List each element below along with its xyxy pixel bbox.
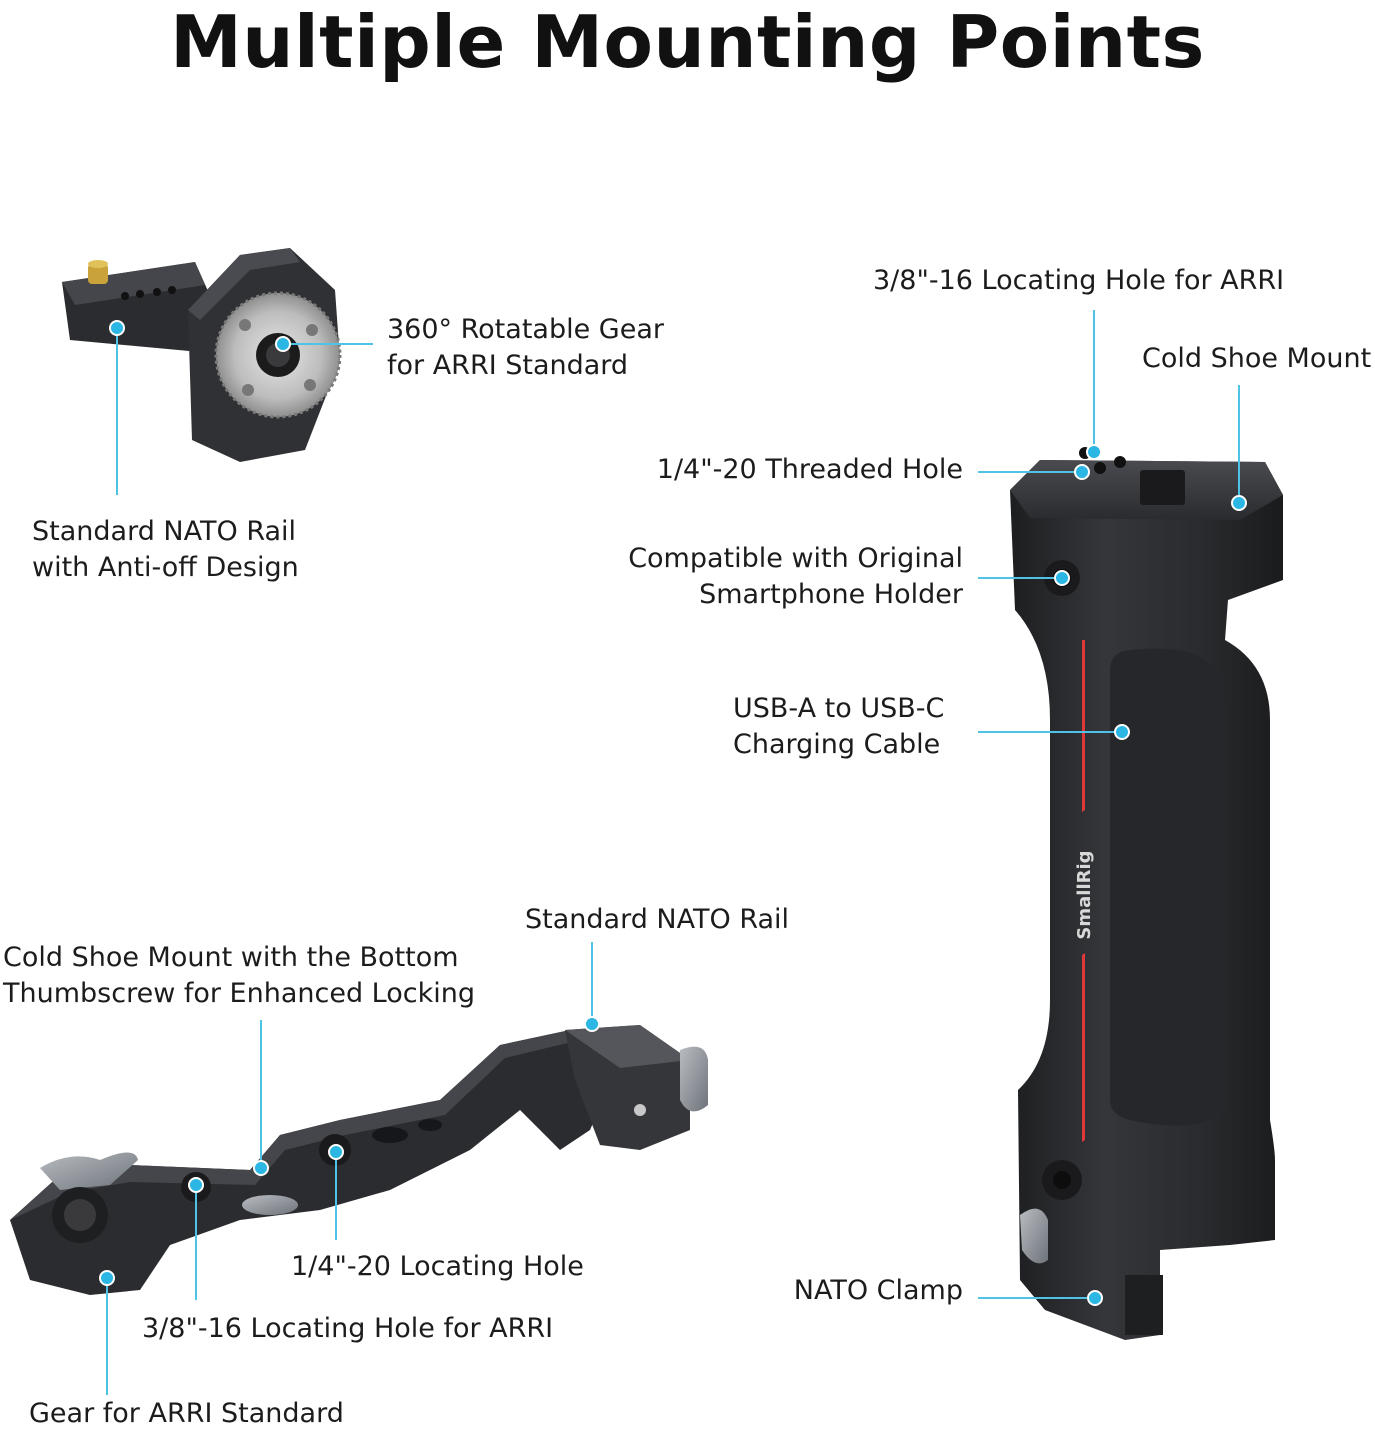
callout-dot [275, 336, 291, 352]
label-smartphone-holder: Compatible with Original Smartphone Hold… [628, 543, 963, 610]
label-cold-shoe-thumbscrew: Cold Shoe Mount with the Bottom Thumbscr… [3, 942, 475, 1009]
label-gear-arri-standard: Gear for ARRI Standard [29, 1398, 344, 1429]
label-threaded-hole: 1/4"-20 Threaded Hole [656, 454, 963, 485]
callout-dot [1086, 444, 1102, 460]
callout-dot [328, 1144, 344, 1160]
callout-dot [1087, 1290, 1103, 1306]
callout-dot [109, 320, 125, 336]
extension-arm [10, 1025, 708, 1295]
callout-dot [253, 1160, 269, 1176]
label-locating-hole-arri-top: 3/8"-16 Locating Hole for ARRI [873, 265, 1285, 296]
page-title: Multiple Mounting Points [170, 0, 1205, 84]
label-locating-hole-arri-bottom: 3/8"-16 Locating Hole for ARRI [142, 1313, 554, 1344]
label-standard-nato-rail: Standard NATO Rail [525, 904, 790, 935]
callout-dot [1054, 570, 1070, 586]
callout-dot [1114, 724, 1130, 740]
label-locating-hole-quarter: 1/4"-20 Locating Hole [291, 1251, 584, 1282]
callout-dot [1231, 495, 1247, 511]
callout-dot [584, 1016, 600, 1032]
callout-lines [106, 310, 1240, 1395]
arri-adapter [62, 248, 342, 462]
label-cold-shoe-mount: Cold Shoe Mount [1142, 343, 1372, 374]
callout-dots [99, 320, 1247, 1306]
callout-dot [1074, 464, 1090, 480]
label-usb-cable: USB-A to USB-C Charging Cable [733, 693, 945, 760]
side-handle [1010, 447, 1283, 1340]
callout-dot [99, 1270, 115, 1286]
label-nato-rail-anti-off: Standard NATO Rail with Anti-off Design [32, 516, 299, 583]
brand-mark: SmallRig [1074, 850, 1095, 939]
label-rotatable-gear: 360° Rotatable Gear for ARRI Standard [387, 314, 664, 381]
label-nato-clamp: NATO Clamp [793, 1275, 963, 1306]
callout-dot [188, 1177, 204, 1193]
